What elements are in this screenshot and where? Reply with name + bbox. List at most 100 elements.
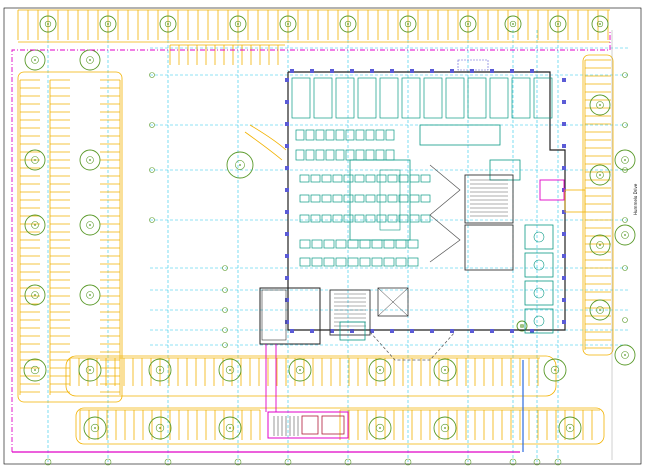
office-room (379, 77, 399, 119)
tree-center (34, 369, 36, 371)
equipment-unit (295, 129, 305, 141)
grid-bubble (234, 458, 242, 466)
grid-bubble (222, 307, 228, 313)
tree-center (159, 427, 161, 429)
column-marker (285, 122, 289, 126)
grid-bubble (344, 458, 352, 466)
restroom-stall (524, 308, 554, 334)
tree-center (407, 23, 409, 25)
column-marker (370, 69, 374, 73)
annex-outline (267, 411, 349, 439)
tree-canopy (614, 344, 636, 366)
office-room (511, 77, 531, 119)
tree-center (444, 369, 446, 371)
grid-bubble (622, 217, 628, 223)
tree-canopy (516, 320, 528, 332)
property-line (3, 7, 642, 465)
tree-center (229, 369, 231, 371)
equipment-unit (376, 214, 387, 223)
patio-edge (249, 124, 287, 151)
equipment-unit (335, 257, 347, 267)
equipment-unit (355, 129, 365, 141)
tree-center (512, 23, 514, 25)
equipment-unit (375, 129, 385, 141)
tree-trunk (44, 20, 52, 28)
equipment-unit (332, 194, 343, 203)
tree-center (379, 369, 381, 371)
tree-center (34, 159, 36, 161)
tree-trunk (85, 365, 95, 375)
tree-canopy (99, 15, 117, 33)
restroom-fixture (533, 315, 545, 327)
column-marker (562, 232, 566, 236)
tree-trunk (90, 423, 100, 433)
column-marker (350, 69, 354, 73)
stair-south (329, 289, 371, 336)
tree-center (167, 23, 169, 25)
equipment-unit (420, 194, 431, 203)
tree-canopy (78, 358, 102, 382)
tree-center (237, 23, 239, 25)
tree-canopy (589, 234, 611, 256)
tree-canopy (226, 151, 254, 179)
grid-bubble (222, 287, 228, 293)
column-marker (285, 144, 289, 148)
equipment-unit (376, 194, 387, 203)
tree-canopy (79, 214, 101, 236)
equipment-unit (365, 129, 375, 141)
equipment-unit (310, 174, 321, 183)
restroom-fixture (533, 287, 545, 299)
prep-island (379, 169, 401, 231)
tree-canopy (433, 358, 457, 382)
sheet-border (3, 7, 642, 465)
equipment-unit (343, 174, 354, 183)
equipment-unit (371, 257, 383, 267)
restroom-fixture (533, 259, 545, 271)
grid-bubble (404, 458, 412, 466)
tree-center (467, 23, 469, 25)
column-marker (285, 276, 289, 280)
tree-center (599, 309, 601, 311)
equipment-unit (383, 257, 395, 267)
grid-bubble (622, 72, 628, 78)
equipment-unit (299, 257, 311, 267)
equipment-unit (323, 239, 335, 249)
grid-bubble (222, 265, 228, 271)
grid-bubble (554, 458, 562, 466)
grid-bubble (149, 72, 155, 78)
property-boundary (11, 30, 611, 452)
grid-bubble (622, 122, 628, 128)
tree-canopy (558, 416, 582, 440)
office-room (291, 77, 311, 119)
tree-trunk (621, 231, 629, 239)
column-marker (470, 329, 474, 333)
column-marker (430, 69, 434, 73)
tree-trunk (234, 20, 242, 28)
column-marker (285, 188, 289, 192)
tree-center (557, 23, 559, 25)
equipment-unit (315, 149, 325, 161)
equipment-unit (354, 194, 365, 203)
tree-canopy (39, 15, 57, 33)
tree-center (599, 174, 601, 176)
tree-canopy (24, 149, 46, 171)
tree-canopy (83, 416, 107, 440)
tree-symbols (23, 15, 636, 440)
entry-canopy (564, 189, 586, 213)
tree-center (89, 224, 91, 226)
equipment-unit (365, 174, 376, 183)
equipment-unit (299, 239, 311, 249)
tree-center (89, 369, 91, 371)
parking-stalls (17, 9, 614, 445)
annex-room (301, 415, 319, 435)
equipment-unit (387, 194, 398, 203)
parking-row-bottom (75, 407, 605, 445)
lobby-bench (339, 321, 366, 341)
tree-canopy (399, 15, 417, 33)
building-outline (287, 71, 566, 331)
column-marker (450, 329, 454, 333)
tree-trunk (440, 365, 450, 375)
tree-center (159, 369, 161, 371)
column-marker (562, 166, 566, 170)
grid-bubble (149, 122, 155, 128)
